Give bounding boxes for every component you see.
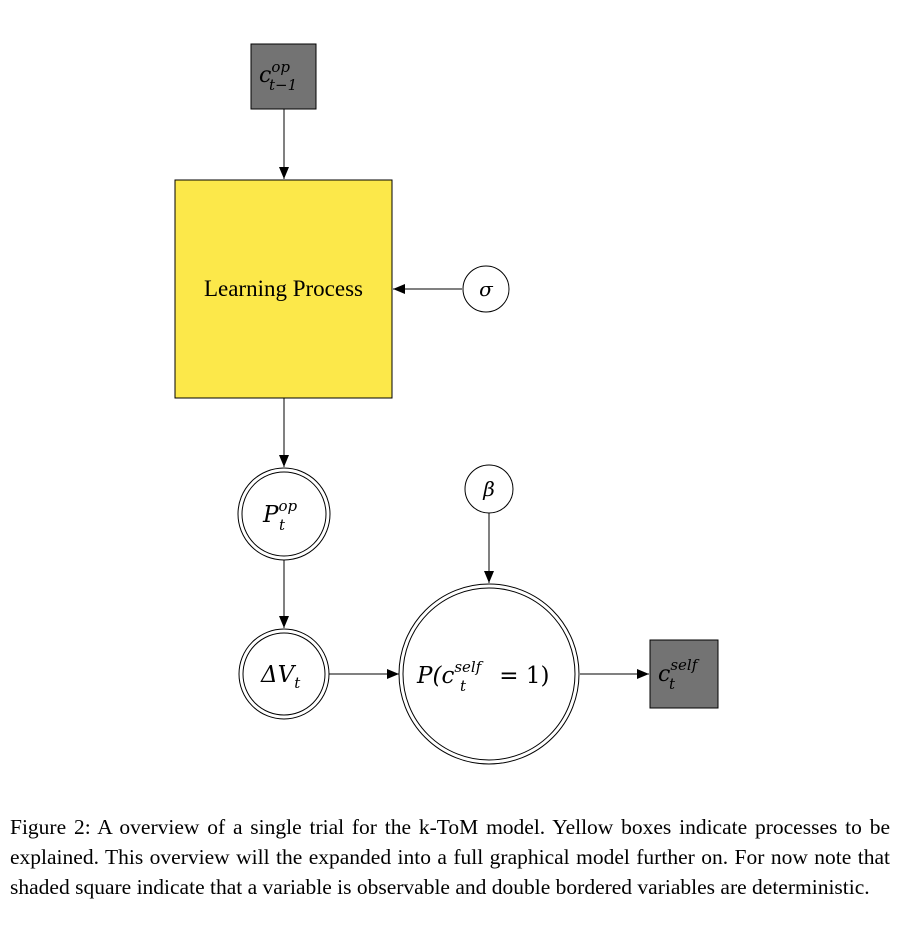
node-delta-v-sub: t <box>294 674 301 692</box>
node-sigma: σ <box>462 265 510 313</box>
svg-text:ΔVt: ΔVt <box>260 662 301 692</box>
node-p-self-suffix: = 1) <box>492 663 550 689</box>
node-learning-process: Learning Process <box>174 179 393 399</box>
node-delta-v-base: ΔV <box>260 662 297 688</box>
node-beta-label: β <box>482 477 495 501</box>
node-p-op-sub: t <box>279 516 286 534</box>
node-delta-v: ΔVt <box>238 628 330 720</box>
node-c-op-prev-sup: op <box>271 58 290 76</box>
node-c-self-sub: t <box>669 675 676 693</box>
node-sigma-label: σ <box>479 277 494 301</box>
node-learning-process-label: Learning Process <box>204 276 363 301</box>
figure-caption: Figure 2: A overview of a single trial f… <box>10 814 890 899</box>
node-p-op-base: P <box>262 502 279 528</box>
node-p-self-sub: t <box>460 677 467 695</box>
node-beta: β <box>464 464 514 514</box>
node-p-self-sup: self <box>454 658 483 676</box>
node-p-self-prefix: P(c <box>416 663 454 689</box>
node-c-op-prev-sub: t−1 <box>269 76 297 94</box>
node-c-op-prev-base: c <box>259 63 271 88</box>
node-c-self-sup: self <box>670 656 699 674</box>
node-p-op-sup: op <box>278 497 297 515</box>
node-c-self-base: c <box>658 662 670 687</box>
